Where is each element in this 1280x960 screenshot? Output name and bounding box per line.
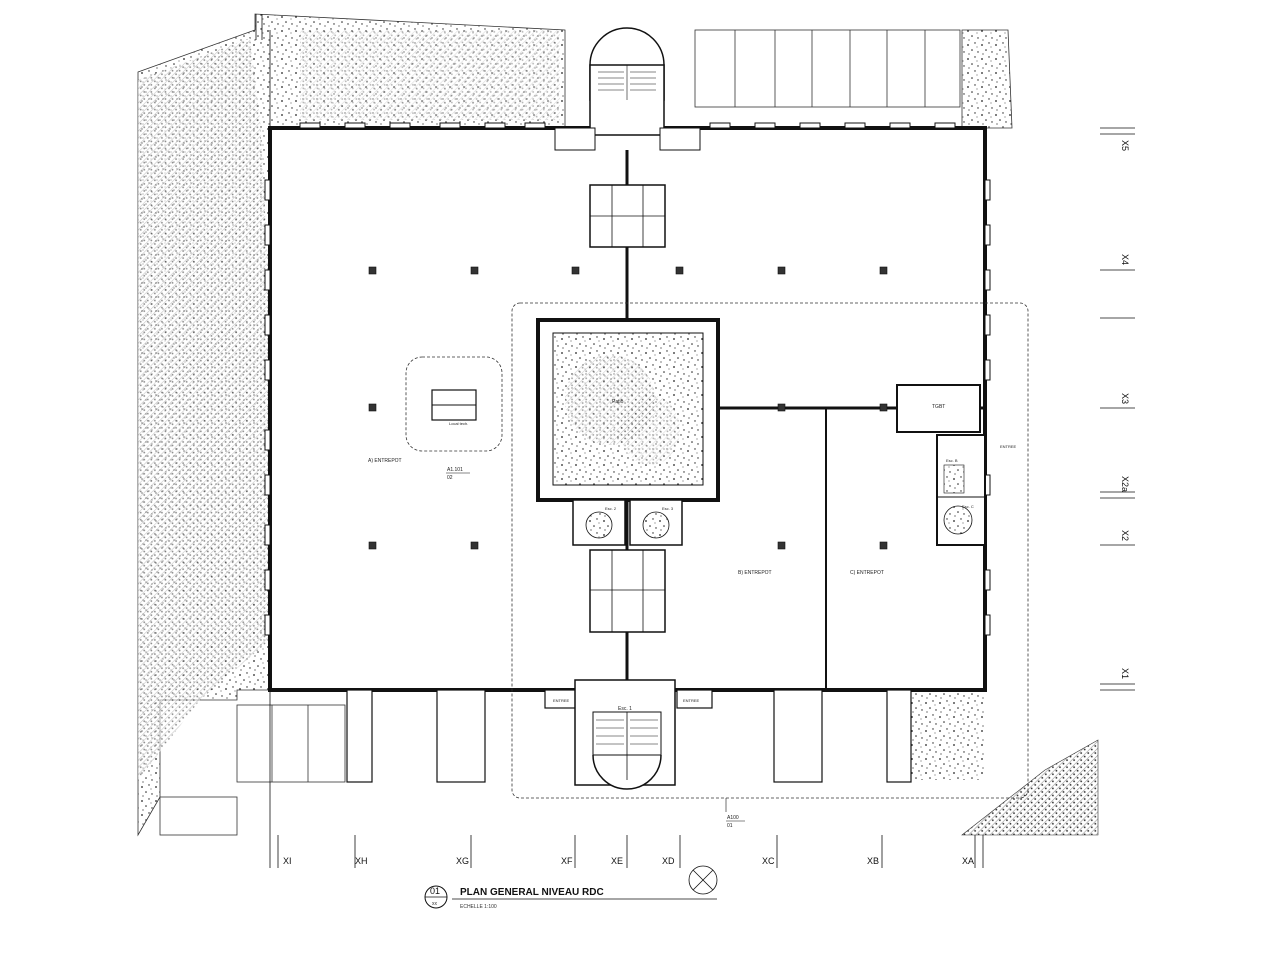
structural-columns [368,266,888,550]
grid-label-xg: XG [456,856,469,866]
grid-label-x5: X5 [1120,140,1130,151]
grid-label-x4: X4 [1120,254,1130,265]
entrance-label-2: ENTREE [683,698,700,703]
patio [536,318,720,502]
entrance-label-1: ENTREE [553,698,570,703]
stair-tower-bottom [574,679,676,790]
loading-docks [346,689,912,783]
section-ref-2: A100 [727,815,739,821]
grid-label-xd: XD [662,856,675,866]
grid-label-xi: XI [283,856,292,866]
room-label-esc1: Esc. 1 [618,706,632,712]
stair-cores-patio [572,499,683,546]
zone-boundary [511,302,1029,799]
grid-label-x2a: X2a [1120,476,1130,492]
sanitary-block-bottom [589,549,666,633]
grid-label-x3: X3 [1120,393,1130,404]
grid-label-xf: XF [561,856,573,866]
room-label-escc: Esc. C [962,504,974,509]
drawing-number: 01 [430,886,440,896]
stair-tower-top [554,27,701,151]
grid-label-xe: XE [611,856,623,866]
room-label-entrepot-a: A) ENTREPOT [368,458,402,464]
room-label-tgbt: TGBT [932,404,945,410]
grid-label-xh: XH [355,856,368,866]
room-label-entrepot-b: B) ENTREPOT [738,570,772,576]
tgbt-block [896,384,986,546]
room-label-esc2: Esc. 2 [605,506,617,511]
parking-bottom-left [159,704,346,836]
room-label-esc3: Esc. 3 [662,506,674,511]
section-ref-1: A1.101 [447,467,463,473]
grid-label-x1: X1 [1120,668,1130,679]
title-block: 01 xx PLAN GENERAL NIVEAU RDC ECHELLE 1:… [424,885,717,910]
sheet-number: xx [432,901,438,907]
parking-top [694,29,961,108]
grid-labels-right: X5 X4 X3 X2a X2 X1 [1120,140,1130,679]
grid-label-x2: X2 [1120,530,1130,541]
room-label-escb: Esc. B [946,458,958,463]
entrance-label-3: ENTREE [1000,444,1017,449]
grid-label-xa: XA [962,856,974,866]
grid-label-xc: XC [762,856,775,866]
room-label-tech: Local tech. [449,421,468,426]
room-label-entrepot-c: C) ENTREPOT [850,570,884,576]
grid-lines [255,14,1135,868]
section-ref-1b: 02 [447,475,453,481]
room-labels: A) ENTREPOT B) ENTREPOT C) ENTREPOT TGBT… [368,399,1017,829]
drawing-title: PLAN GENERAL NIVEAU RDC [460,887,604,898]
grid-label-xb: XB [867,856,879,866]
sanitary-block-top [589,184,666,248]
lift-area [405,356,503,452]
section-ref-2b: 01 [727,823,733,829]
drawing-scale: ECHELLE 1:100 [460,904,497,910]
grid-labels-bottom: XI XH XG XF XE XD XC XB XA [283,856,974,866]
north-arrow-icon [688,865,718,895]
room-label-patio: Patio [612,399,624,405]
